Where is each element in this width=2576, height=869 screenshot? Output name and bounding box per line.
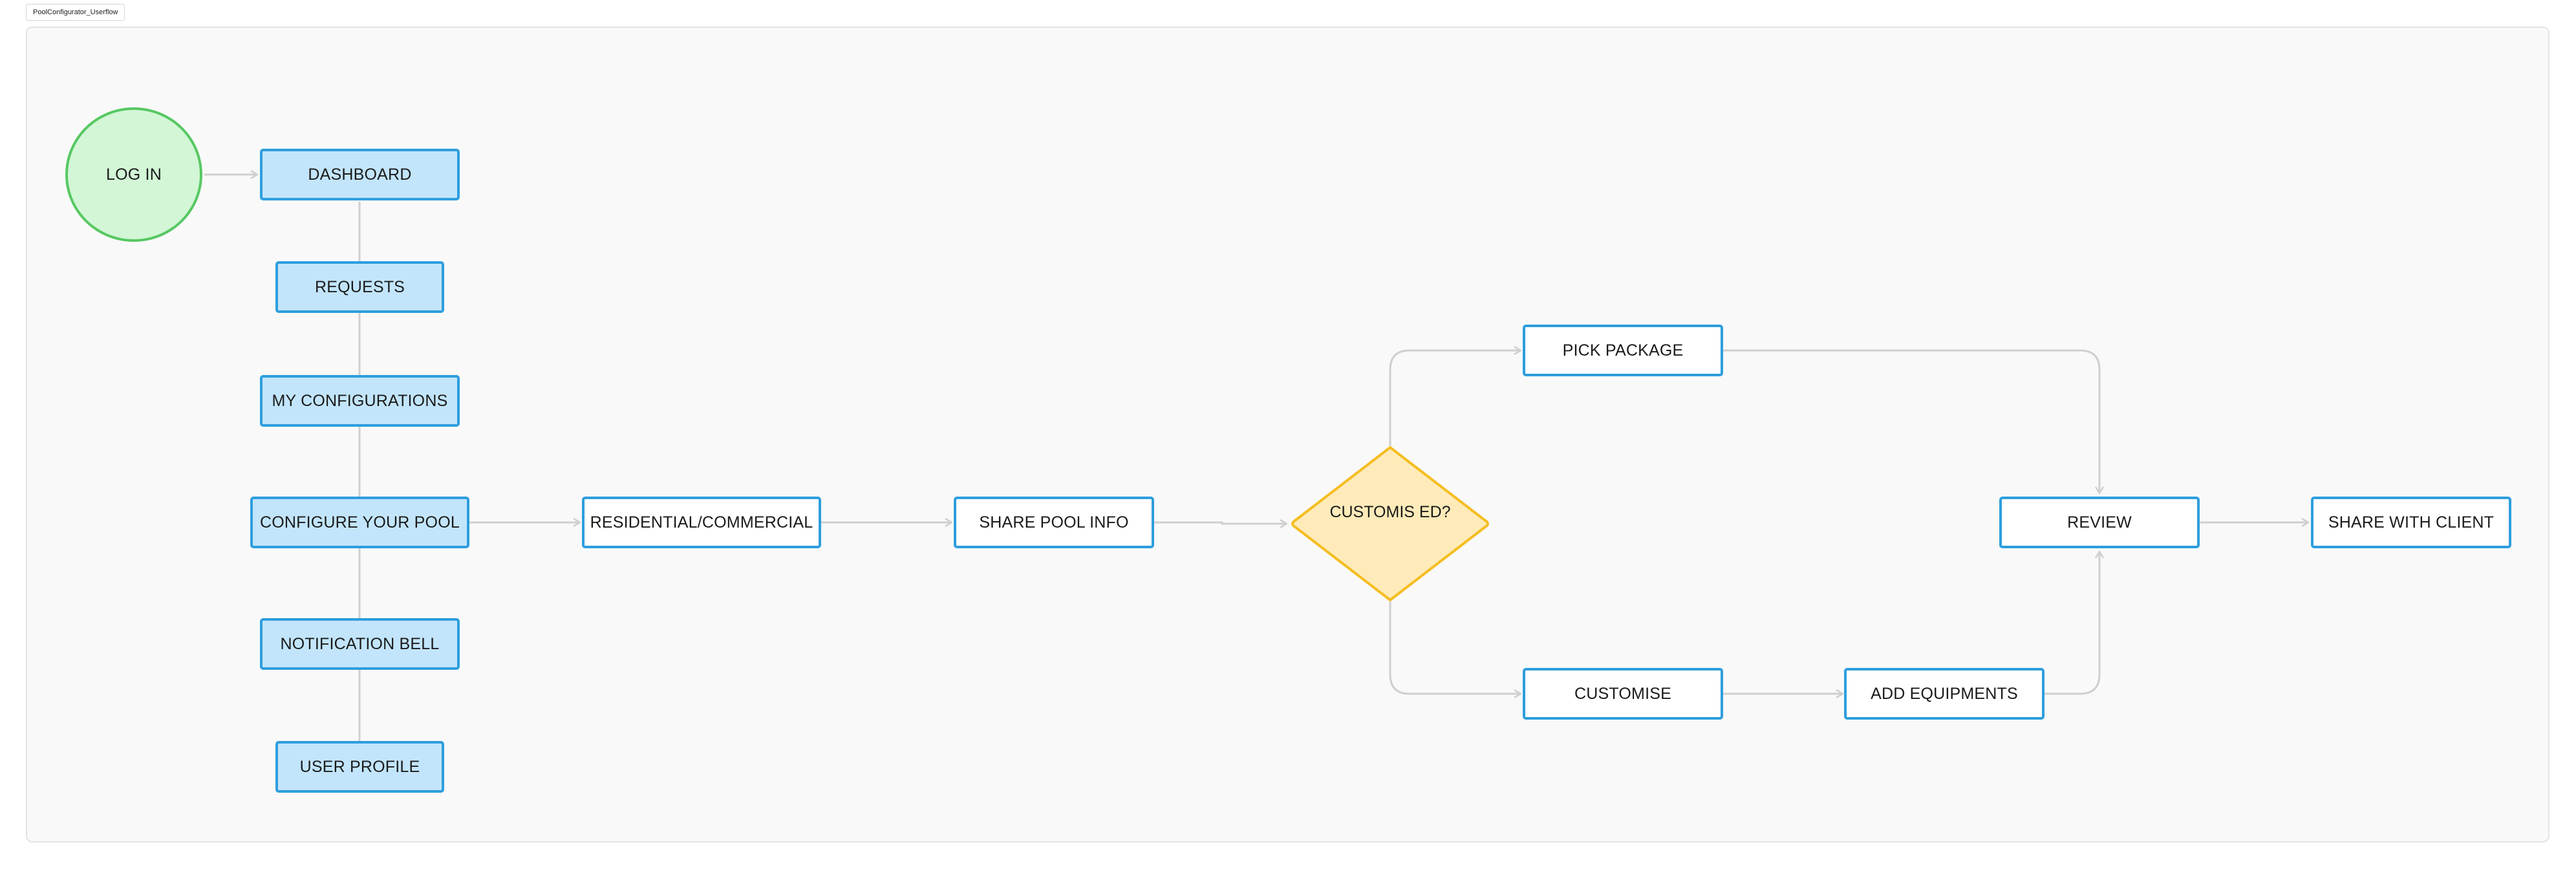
customise-node[interactable]: CUSTOMISE — [1523, 668, 1723, 720]
connector-pick-package-review — [1723, 349, 2099, 493]
review-node[interactable]: REVIEW — [1999, 497, 2200, 548]
add-equipments-node[interactable]: ADD EQUIPMENTS — [1844, 668, 2045, 720]
frame-title[interactable]: PoolConfigurator_Userflow — [26, 4, 125, 21]
dashboard-node[interactable]: DASHBOARD — [260, 149, 460, 200]
requests-node[interactable]: REQUESTS — [275, 261, 444, 313]
pick-package-node[interactable]: PICK PACKAGE — [1523, 325, 1723, 376]
residential-commercial-node[interactable]: RESIDENTIAL/COMMERCIAL — [582, 497, 821, 548]
decision-customised-label: CUSTOMIS ED? — [1329, 503, 1451, 521]
notification-bell-node[interactable]: NOTIFICATION BELL — [260, 618, 460, 670]
connector-decision-pick-package — [1389, 350, 1521, 446]
configure-pool-node[interactable]: CONFIGURE YOUR POOL — [250, 497, 469, 548]
share-with-client-node[interactable]: SHARE WITH CLIENT — [2311, 497, 2511, 548]
my-configurations-node[interactable]: MY CONFIGURATIONS — [260, 375, 460, 427]
connector-add-equipments-review — [2043, 552, 2099, 695]
share-pool-info-node[interactable]: SHARE POOL INFO — [954, 497, 1154, 548]
decision-customised-shape[interactable] — [1291, 446, 1489, 601]
connector-share-info-decision — [1153, 522, 1287, 524]
user-profile-node[interactable]: USER PROFILE — [275, 741, 444, 793]
login-node[interactable]: LOG IN — [65, 107, 202, 242]
connector-decision-customise — [1389, 601, 1521, 694]
